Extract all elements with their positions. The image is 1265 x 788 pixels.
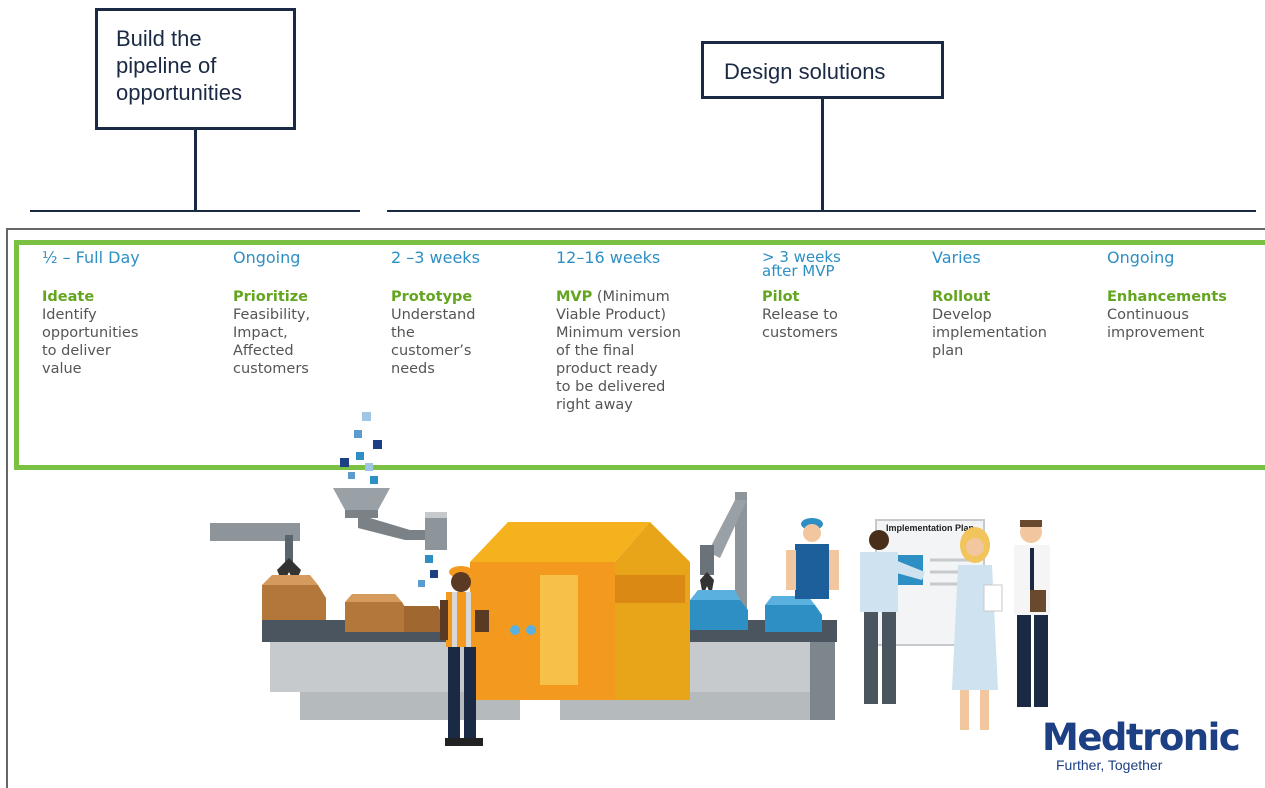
callout-design-solutions: Design solutions: [701, 41, 944, 99]
stage-name: Prioritize: [233, 289, 309, 305]
stage-description: Continuous improvement: [1107, 307, 1205, 341]
stage-pilot: > 3 weeks after MVP Pilot Release to cus…: [762, 250, 872, 342]
stage-duration: ½ – Full Day: [42, 248, 140, 267]
stage-duration: Ongoing: [233, 248, 301, 267]
callout-design-connector: [821, 99, 824, 210]
team-member-man: [1014, 520, 1050, 707]
stages-band: [14, 240, 1265, 470]
bracket-pipeline: [30, 210, 360, 212]
stage-name: MVP: [556, 289, 593, 305]
worker-hardhat: [440, 566, 489, 746]
stage-duration: > 3 weeks after MVP: [762, 248, 841, 280]
stage-description: Viable Product) Minimum version of the f…: [556, 307, 681, 413]
stage-description: Develop implementation plan: [932, 307, 1047, 359]
stage-duration: 12–16 weeks: [556, 248, 661, 267]
board-title: Implementation Plan: [886, 523, 974, 533]
stage-name-suffix: (Minimum: [592, 289, 670, 305]
brand-tagline: Further, Together: [1056, 757, 1163, 773]
stage-enhancements: Ongoing Enhancements Continuous improvem…: [1107, 250, 1227, 342]
stage-prototype: 2 –3 weeks Prototype Understand the cust…: [391, 250, 480, 378]
stage-duration: Ongoing: [1107, 248, 1175, 267]
team-member-woman: [952, 527, 1003, 730]
stage-prioritize: Ongoing Prioritize Feasibility, Impact, …: [233, 250, 310, 378]
stage-name: Prototype: [391, 289, 473, 305]
data-squares: [340, 412, 438, 587]
robotic-arm-right: [700, 492, 747, 624]
blue-packages: [690, 590, 822, 632]
stage-duration: 2 –3 weeks: [391, 248, 480, 267]
medtronic-logo: Medtronic Further, Together: [1042, 716, 1241, 773]
brand-name: Medtronic: [1042, 716, 1241, 759]
stage-name: Enhancements: [1107, 289, 1227, 305]
stage-description: Understand the customer’s needs: [391, 307, 476, 377]
callout-pipeline-connector: [194, 130, 197, 210]
stage-name: Ideate: [42, 289, 95, 305]
stage-description: Feasibility, Impact, Affected customers: [233, 307, 311, 377]
robotic-arm-left: [210, 523, 301, 584]
stage-name: Rollout: [932, 289, 991, 305]
callout-build-pipeline: Build the pipeline of opportunities: [95, 8, 296, 130]
bracket-design: [387, 210, 1256, 212]
stage-description: Release to customers: [762, 307, 838, 341]
cardboard-boxes: [262, 575, 442, 632]
funnel-hopper: [333, 488, 447, 550]
stage-ideate: ½ – Full Day Ideate Identify opportuniti…: [42, 250, 140, 378]
presenter: [860, 530, 925, 704]
stage-description: Identify opportunities to deliver value: [42, 307, 139, 377]
stage-mvp: 12–16 weeks MVP (Minimum Viable Product)…: [556, 250, 681, 414]
stage-duration: Varies: [932, 248, 981, 267]
stage-rollout: Varies Rollout Develop implementation pl…: [932, 250, 1047, 360]
illustration-frame: [6, 228, 1265, 788]
worker-packer: [786, 518, 839, 599]
processing-machine: [470, 522, 690, 700]
stage-name: Pilot: [762, 289, 800, 305]
